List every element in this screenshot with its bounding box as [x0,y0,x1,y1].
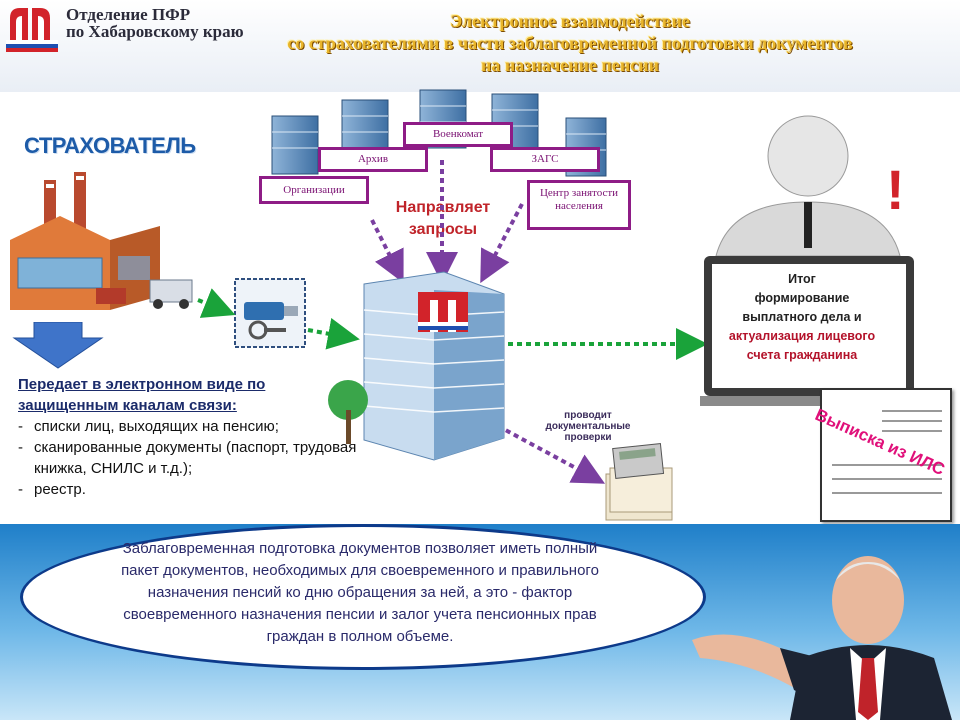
result-line-2: формирование [722,289,882,308]
checks-label: проводит документальные проверки [538,410,638,443]
result-line-1: Итог [722,270,882,289]
summary-text: Заблаговременная подготовка документов п… [110,538,610,648]
laptop-person-icon [700,110,930,410]
result-line-3: выплатного дела и [722,308,882,327]
green-arrow [198,300,228,312]
result-text: Итог формирование выплатного дела и акту… [722,270,882,365]
purple-arrow [372,220,400,276]
pfr-building-icon [324,270,524,465]
purple-arrow [484,204,522,276]
presenter-photo [690,540,960,720]
documents-calculator-icon [600,440,678,524]
result-line-5: счета гражданина [722,346,882,365]
result-line-4: актуализация лицевого [722,327,882,346]
exclamation-mark: ! [886,162,905,218]
